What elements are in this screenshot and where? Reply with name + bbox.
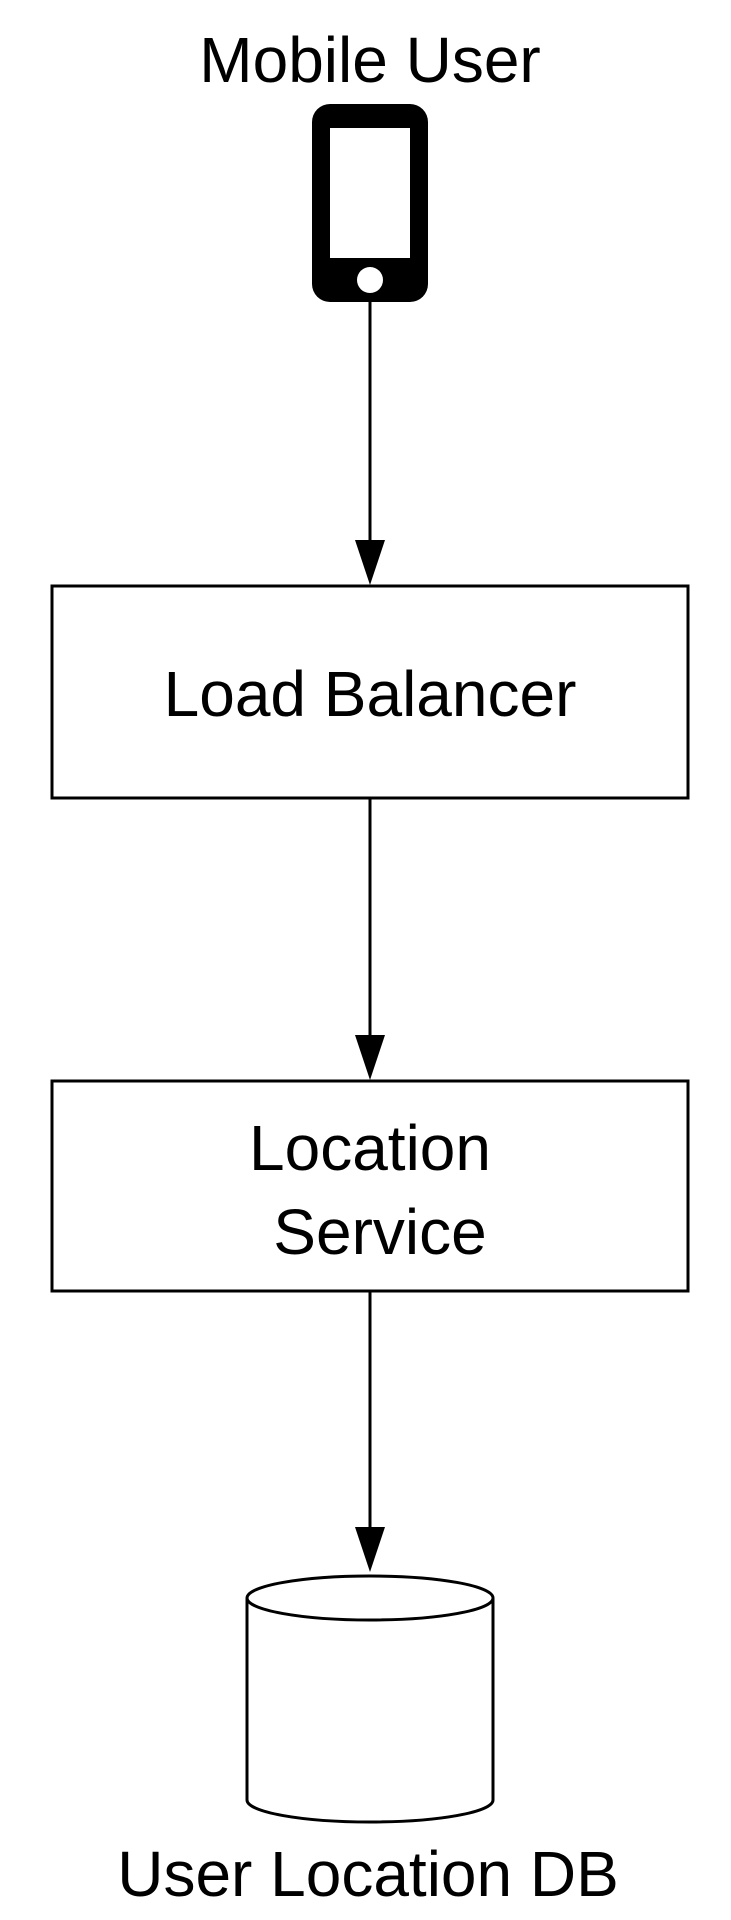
location-service-node: Location Service <box>50 1079 690 1293</box>
arrow-load-balancer-to-location-service <box>355 798 385 1080</box>
load-balancer-node: Load Balancer <box>50 584 690 800</box>
location-service-label-line1: Location <box>249 1112 491 1184</box>
database-label: User Location DB <box>117 1838 619 1910</box>
load-balancer-label: Load Balancer <box>164 658 577 730</box>
location-service-label-line2: Service <box>273 1196 486 1268</box>
load-balancer-box <box>50 584 690 800</box>
smartphone-icon <box>312 104 428 302</box>
database-cylinder-icon <box>245 1574 495 1824</box>
arrow-mobile-to-load-balancer <box>355 302 385 585</box>
mobile-user-label: Mobile User <box>199 24 540 96</box>
location-service-box <box>50 1079 690 1293</box>
arrow-location-service-to-db <box>355 1291 385 1572</box>
